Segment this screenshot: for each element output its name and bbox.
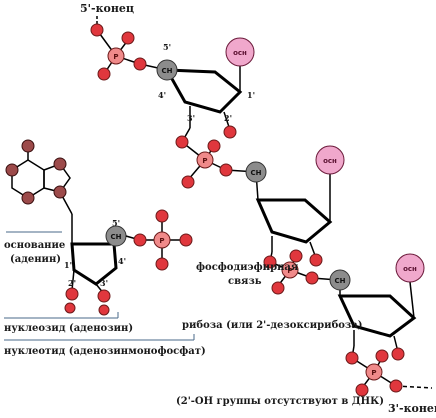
base-label: осн [323,157,337,165]
oxygen-atom [97,67,111,81]
phosphorus-atom [107,47,125,65]
ribose-label: рибоза (или 2'-дезоксирибоза) [182,320,363,331]
oxygen-atom [391,347,405,361]
oxygen-atom [345,351,359,365]
oxygen-atom [90,23,104,37]
base-circle [395,253,425,283]
ch2-label: CH [162,67,173,75]
ch2-label: CH [111,233,122,241]
phosphodiester-linkage-2: P [263,249,339,295]
phosphorus-atom [153,231,171,249]
c5-label: 5' [112,218,120,228]
oxygen-atom [97,289,111,303]
c4-label: 4' [158,90,166,100]
carbon-ch2-atom [329,269,351,291]
oxygen-atom [271,281,285,295]
oxygen-atom [355,383,369,397]
sugar-ring [255,198,333,244]
nitrogen-atom [53,157,67,171]
carbon-ch2-atom [245,161,267,183]
c2-label: 2' [68,278,76,288]
oxygen-atom [375,349,389,363]
ch2-label: CH [251,169,262,177]
phosphorus-label: P [159,237,164,245]
c5-label: 5' [163,42,171,52]
three-prime-end-label: 3'-конец [388,402,436,415]
carbon-ch2-atom [156,59,178,81]
phosphorus-atom [196,151,214,169]
five-prime-end-label: 5'-конец [80,2,134,15]
nucleotide-label: нуклеотид (аденозинмонофосфат) [4,346,206,357]
oxygen-atom [289,249,303,263]
base-circle [315,145,345,175]
phosphodiester-label-line2: связь [228,276,262,287]
phosphodiester-linkage-1: P [175,127,257,189]
base-circle [225,37,255,67]
amp-phosphate: P [125,209,193,271]
oxygen-atom [133,233,147,247]
c1-label: 1' [247,90,255,100]
oxygen-atom [219,163,233,177]
c2-label: 2' [224,113,232,123]
phosphorus-label: P [287,267,292,275]
oxygen-atom [207,139,221,153]
base-label: осн [233,49,247,57]
c4-label: 4' [118,256,126,266]
oxygen-atom [305,271,319,285]
sugar-ring [164,68,243,114]
oxygen-atom [133,57,147,71]
base-label: осн [403,265,417,273]
oxygen-atom [389,379,403,393]
c3-label: 3' [100,278,108,288]
nitrogen-atom [53,185,67,199]
sugar-ring [337,294,417,338]
amp-ribose: CH 5' 1' 2' 3' 4' [64,214,127,316]
oxygen-atom [175,135,189,149]
oxygen-atom [309,253,323,267]
adenine-base [5,139,73,215]
oxygen-atom [155,257,169,271]
base-label-line2: (аденин) [10,254,61,265]
oxygen-atom [98,304,110,316]
oxygen-atom [263,255,277,269]
oxygen-atom [181,175,195,189]
oxygen-atom [223,125,237,139]
c1-label: 1' [64,260,72,270]
base-label-line1: основание [4,240,65,251]
oxygen-atom [64,302,76,314]
phosphorus-label: P [371,369,376,377]
phosphodiester-linkage-3: P [345,345,433,397]
nucleotide-1: P CH осн 5' 4' 3' 2' 1' [90,23,255,139]
oxygen-atom [65,287,79,301]
phosphodiester-label-line1: фосфодиэфирная [196,262,299,273]
sugar-ring [70,242,118,286]
phosphorus-atom [281,261,299,279]
c3-label: 3' [187,113,195,123]
oxygen-atom [121,31,135,45]
nucleoside-label: нуклеозид (аденозин) [4,323,133,334]
oh-groups-note: (2'-OH группы отсутствуют в ДНК) [176,396,384,407]
nitrogen-atom [21,139,35,153]
nitrogen-atom [21,191,35,205]
nucleotide-3: CH осн [329,253,425,361]
phosphorus-atom [365,363,383,381]
phosphorus-label: P [113,53,118,61]
oxygen-atom [179,233,193,247]
nitrogen-atom [5,163,19,177]
oxygen-atom [155,209,169,223]
ch2-label: CH [335,277,346,285]
phosphorus-label: P [202,157,207,165]
nucleotide-2: CH осн [245,145,345,267]
